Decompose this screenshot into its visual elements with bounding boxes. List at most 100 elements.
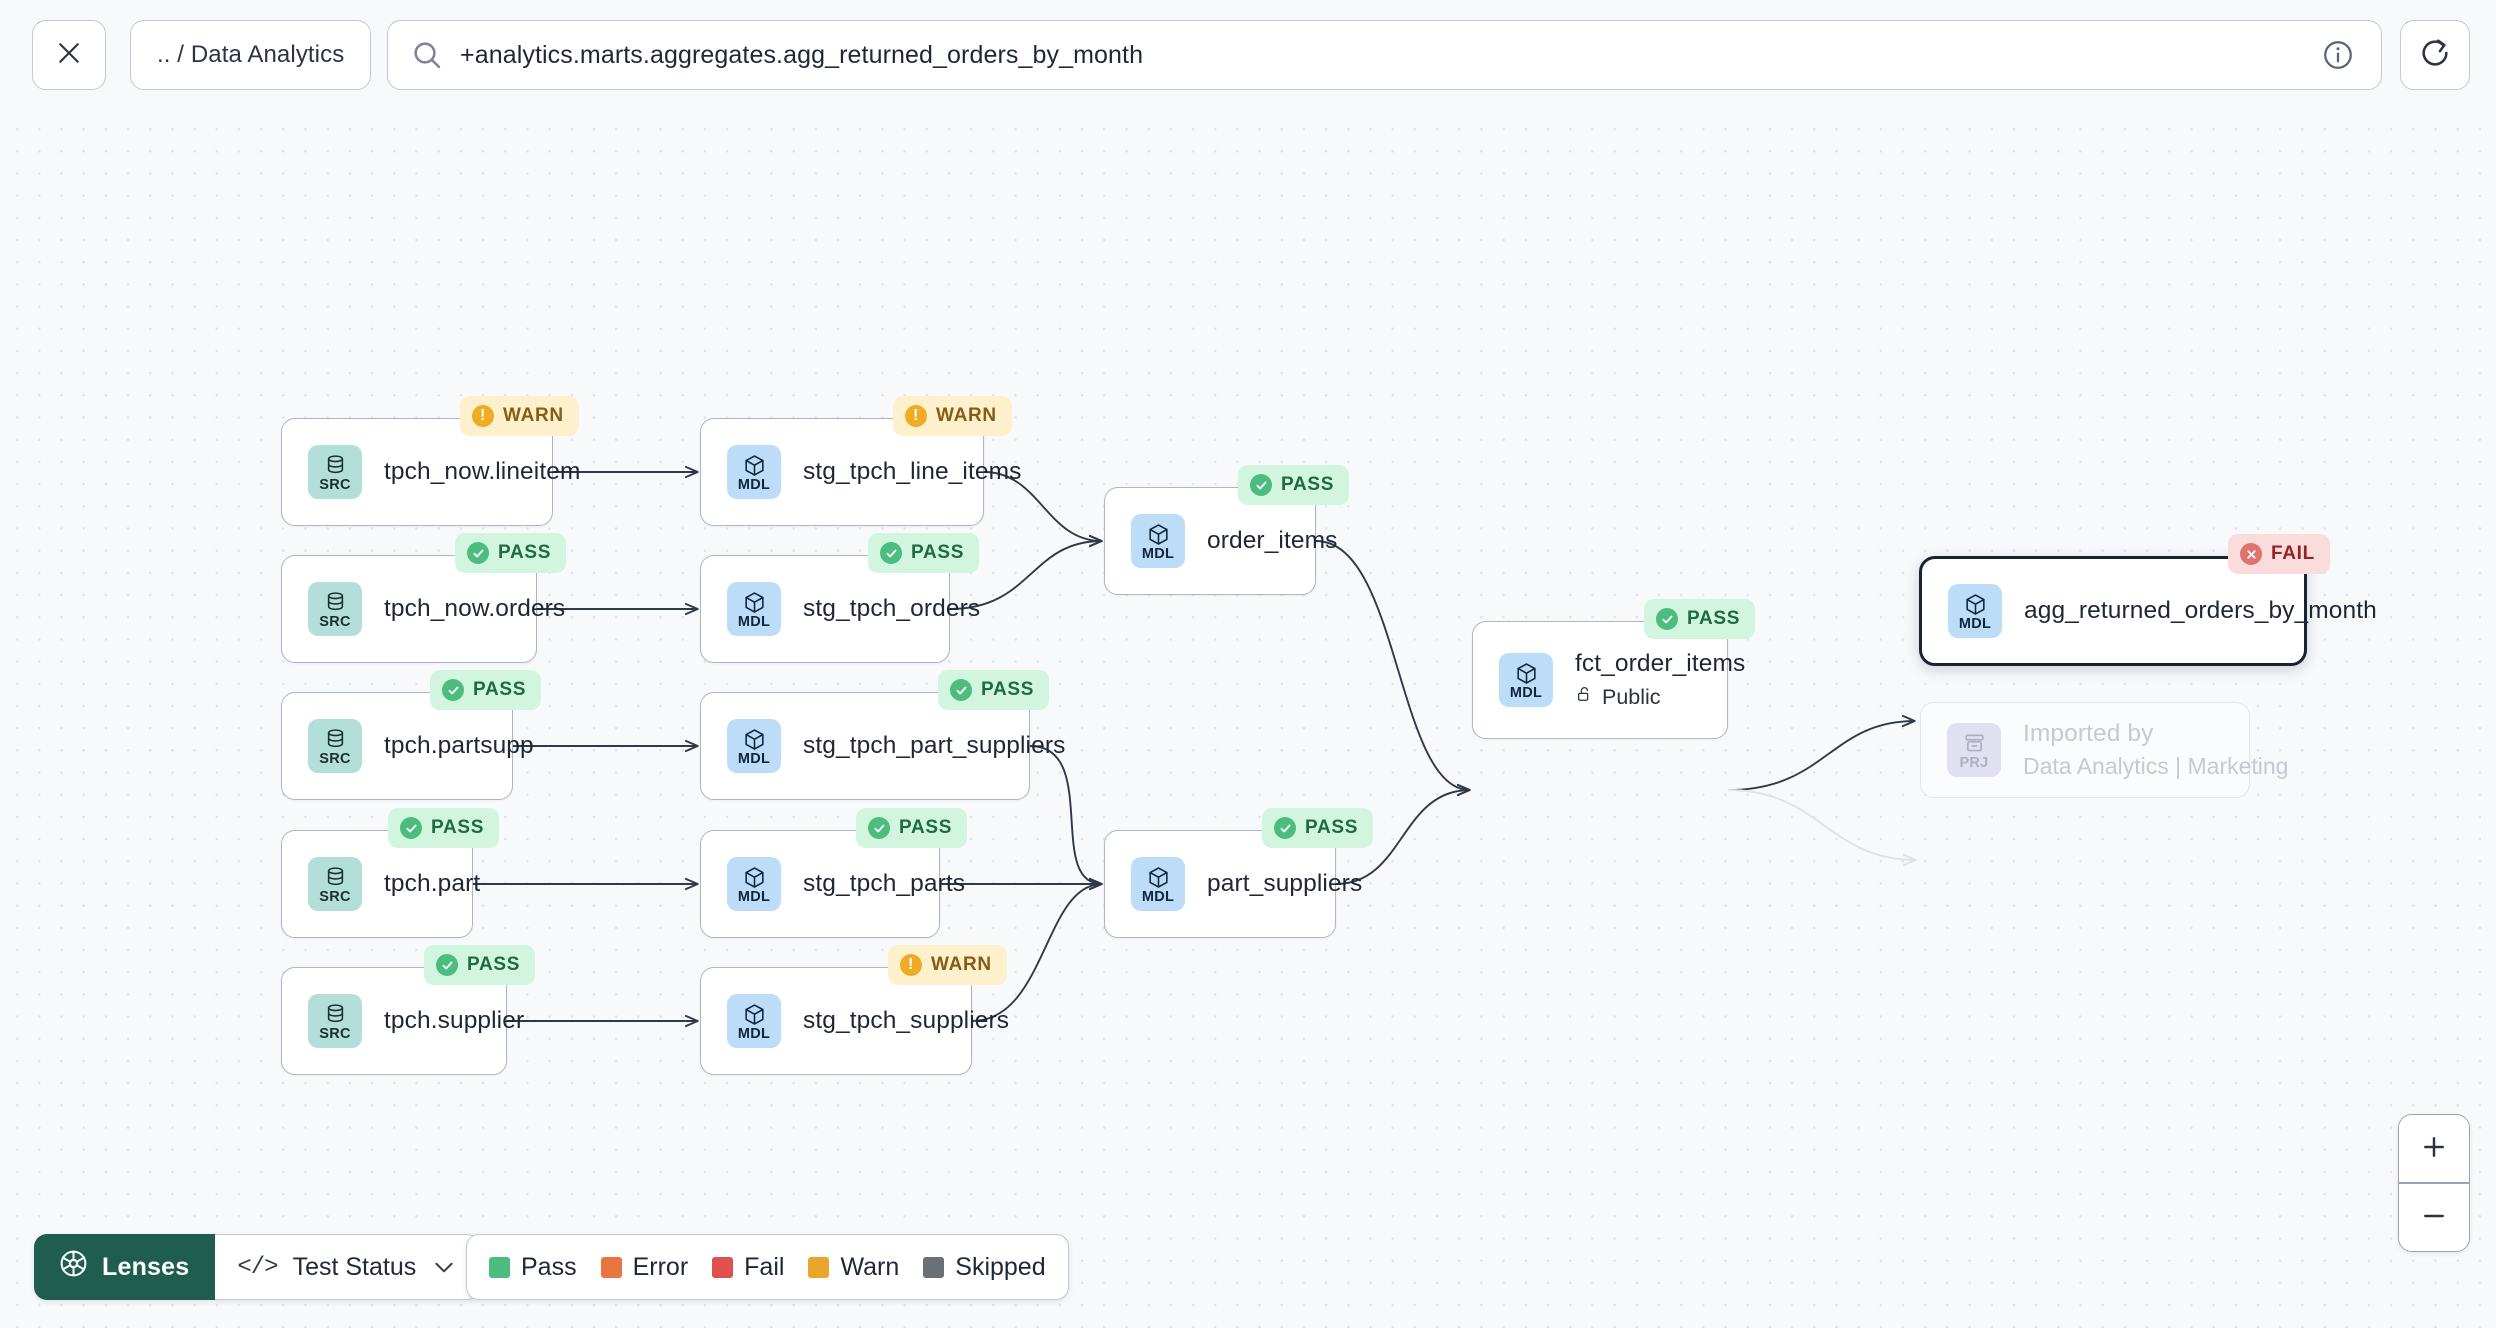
kind-label: MDL — [737, 476, 771, 493]
close-button[interactable] — [32, 20, 106, 90]
lineage-edges — [473, 110, 2496, 1328]
status-badge-pass[interactable]: PASS — [856, 808, 968, 848]
search-bar[interactable]: +analytics.marts.aggregates.agg_returned… — [387, 20, 2382, 90]
node-text: agg_returned_orders_by_month — [2024, 597, 2377, 625]
src-kind-badge: SRC — [308, 582, 362, 636]
legend-item-error[interactable]: Error — [600, 1253, 688, 1282]
mdl-kind-badge: MDL — [1131, 857, 1185, 911]
status-badge-pass[interactable]: PASS — [1262, 808, 1374, 848]
graph-node-stg_tpch_part_supp[interactable]: MDL stg_tpch_part_suppliers — [700, 692, 1065, 800]
legend-item-warn[interactable]: Warn — [808, 1253, 899, 1282]
plus-icon — [2420, 1133, 2448, 1164]
check-icon — [950, 679, 972, 701]
kind-label: PRJ — [1959, 754, 1989, 771]
prj-kind-badge: PRJ — [1947, 723, 2001, 777]
status-badge-pass[interactable]: PASS — [388, 808, 500, 848]
src-icon — [323, 727, 348, 751]
breadcrumb-label: .. / Data Analytics — [157, 41, 345, 68]
node-title: order_items — [1207, 526, 1338, 554]
check-icon — [400, 817, 422, 839]
check-icon — [868, 817, 890, 839]
graph-node-tpch_now_orders[interactable]: SRC tpch_now.orders — [281, 555, 565, 663]
status-badge-label: WARN — [931, 954, 992, 975]
mdl-icon — [742, 865, 767, 889]
kind-label: SRC — [319, 476, 351, 493]
legend-item-pass[interactable]: Pass — [489, 1253, 577, 1282]
status-badge-pass[interactable]: PASS — [424, 945, 536, 985]
status-badge-pass[interactable]: PASS — [430, 670, 542, 710]
status-badge-label: PASS — [911, 542, 965, 563]
legend-item-skipped[interactable]: Skipped — [923, 1253, 1046, 1282]
status-badge-warn[interactable]: !WARN — [460, 396, 579, 436]
x-icon — [2240, 543, 2262, 565]
legend-swatch — [712, 1256, 734, 1278]
zoom-controls — [2398, 1114, 2470, 1252]
status-badge-pass[interactable]: PASS — [1238, 465, 1350, 505]
check-icon — [436, 954, 458, 976]
info-icon[interactable] — [2321, 38, 2355, 72]
status-badge-pass[interactable]: PASS — [1644, 599, 1756, 639]
mdl-icon — [742, 1002, 767, 1026]
status-badge-label: WARN — [503, 405, 564, 426]
check-icon — [1274, 817, 1296, 839]
breadcrumb[interactable]: .. / Data Analytics — [130, 20, 372, 90]
status-legend: Pass Error Fail Warn Skipped — [466, 1234, 1069, 1300]
divider — [2399, 1182, 2469, 1184]
graph-node-tpch_now_lineitem[interactable]: SRC tpch_now.lineitem — [281, 418, 580, 526]
refresh-button[interactable] — [2400, 20, 2470, 90]
search-input[interactable]: +analytics.marts.aggregates.agg_returned… — [460, 40, 1144, 69]
node-title: tpch_now.lineitem — [384, 457, 581, 485]
node-title: fct_order_items — [1575, 650, 1746, 678]
node-subtitle: Public — [1575, 685, 1745, 710]
legend-item-fail[interactable]: Fail — [712, 1253, 784, 1282]
node-title: Imported by — [2023, 720, 2154, 748]
top-toolbar: .. / Data Analytics +analytics.marts.agg… — [0, 0, 2496, 110]
node-title: stg_tpch_parts — [803, 869, 966, 897]
status-badge-warn[interactable]: !WARN — [893, 396, 1012, 436]
status-badge-label: PASS — [473, 679, 527, 700]
graph-canvas[interactable]: SRC tpch_now.lineitem !WARN SRC tpch_now.ord… — [0, 110, 2496, 1328]
zoom-in-button[interactable] — [2399, 1115, 2469, 1183]
mdl-icon — [742, 590, 767, 614]
graph-node-order_items[interactable]: MDL order_items — [1104, 487, 1337, 595]
graph-node-stg_tpch_line_items[interactable]: MDL stg_tpch_line_items — [700, 418, 1021, 526]
kind-label: MDL — [1509, 684, 1543, 701]
node-text: tpch.part — [384, 870, 480, 898]
node-text: order_items — [1207, 527, 1337, 555]
status-badge-pass[interactable]: PASS — [938, 670, 1050, 710]
status-badge-pass[interactable]: PASS — [868, 533, 980, 573]
prj-icon — [1962, 731, 1987, 755]
mdl-kind-badge: MDL — [727, 719, 781, 773]
kind-label: MDL — [737, 613, 771, 630]
node-title: stg_tpch_line_items — [803, 457, 1022, 485]
status-badge-warn[interactable]: !WARN — [888, 945, 1007, 985]
status-badge-fail[interactable]: FAIL — [2228, 534, 2330, 574]
node-text: tpch_now.orders — [384, 595, 565, 623]
kind-label: MDL — [1141, 888, 1175, 905]
lenses-button[interactable]: Lenses — [34, 1234, 216, 1300]
kind-label: MDL — [1141, 545, 1175, 562]
test-status-dropdown[interactable]: </> Test Status — [215, 1234, 481, 1300]
zoom-out-button[interactable] — [2399, 1183, 2469, 1251]
node-text: stg_tpch_parts — [803, 870, 965, 898]
node-title: stg_tpch_part_suppliers — [803, 731, 1066, 759]
check-icon — [880, 542, 902, 564]
mdl-icon — [1963, 592, 1988, 616]
status-badge-pass[interactable]: PASS — [455, 533, 567, 573]
src-kind-badge: SRC — [308, 994, 362, 1048]
kind-label: SRC — [319, 750, 351, 767]
close-icon — [54, 38, 84, 73]
node-subtitle-label: Public — [1602, 684, 1661, 709]
code-icon: </> — [237, 1253, 278, 1281]
refresh-icon — [2418, 36, 2452, 75]
